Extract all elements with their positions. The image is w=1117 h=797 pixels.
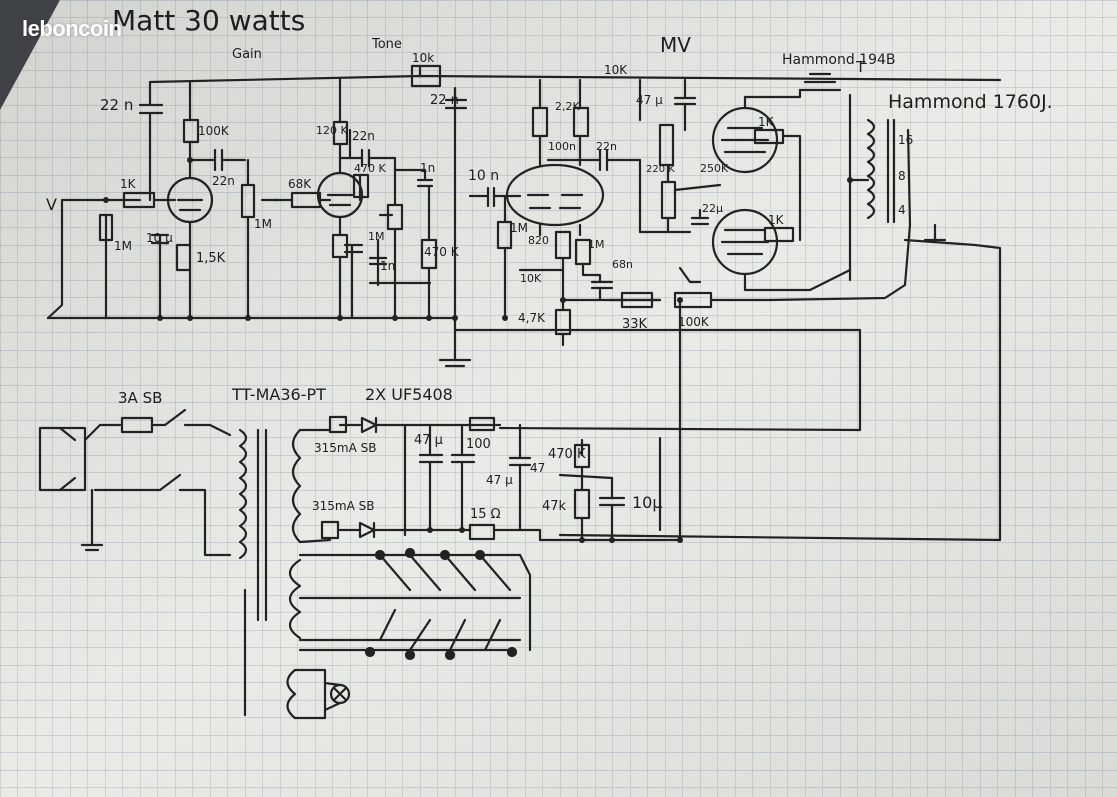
label-r-10k-a: 10k: [412, 51, 434, 65]
label-c-22n-c: 22n: [596, 140, 617, 153]
label-r-100k-nfb: 100K: [678, 315, 710, 329]
label-pt: TT-MA36-PT: [231, 385, 326, 404]
label-c-22n-plate: 22n: [212, 174, 235, 188]
label-r-470k-a: 470 K: [354, 162, 386, 175]
label-r-1k-grid: 1K: [120, 177, 137, 191]
label-input-jack: V: [46, 195, 57, 214]
leboncoin-watermark: leboncoin: [22, 16, 122, 41]
label-tap-8: 8: [898, 169, 906, 183]
label-fuse-main: 3A SB: [118, 389, 162, 407]
label-c-22n-tone: 22n: [352, 129, 375, 143]
schematic-labels: Matt 30 watts Gain Tone MV Hammond 194B …: [46, 4, 1053, 522]
label-r-47k-psu: 47k: [542, 499, 567, 514]
label-r-470k-b: 470 K: [424, 245, 460, 259]
label-gain: Gain: [232, 47, 262, 62]
label-r-220k: 220 K: [646, 164, 675, 175]
label-c-22n-b: 22 n: [430, 93, 459, 108]
label-c-10n: 10 n: [468, 168, 499, 184]
junction-dots: [103, 157, 853, 543]
label-r-100k-plate: 100K: [198, 124, 230, 138]
label-r-15: 15 Ω: [470, 507, 501, 522]
label-pot-1m-tone: 1M: [368, 230, 385, 243]
circuit-wiring: [38, 64, 1002, 720]
label-c-1n-tone: 1n: [420, 161, 435, 175]
label-hammond-1760j: Hammond 1760J.: [888, 91, 1053, 113]
label-c-10u-psu: 10µ: [632, 493, 663, 512]
label-tap-4: 4: [898, 203, 906, 217]
label-mv: MV: [660, 33, 691, 57]
label-c-47u-c: 47: [530, 461, 545, 475]
label-r-1m-b: 1M: [510, 221, 528, 235]
label-r-10k-b: 10K: [520, 272, 542, 285]
label-r-470k-bleed: 470 K: [548, 447, 586, 462]
label-r-120k: 120 K: [316, 124, 348, 137]
label-c-100n: 100n: [548, 140, 576, 153]
label-r-1k-screen-b: 1K: [768, 213, 785, 227]
label-r-47k: 4,7K: [518, 311, 546, 325]
label-r-33k: 33K: [622, 317, 648, 332]
label-c-47u-b: 47 µ: [486, 473, 513, 487]
label-r-1k-screen-a: 1K: [758, 115, 775, 129]
label-r-10k-mv: 10K: [604, 63, 628, 77]
label-tone: Tone: [371, 37, 402, 52]
label-c-68n: 68n: [612, 258, 633, 271]
label-c-47u: 47 µ: [636, 93, 663, 107]
label-c-1n-b: 1n: [380, 259, 395, 273]
label-r-1k5: 1,5K: [196, 251, 226, 266]
schematic-title: Matt 30 watts: [112, 4, 305, 37]
label-r-68k: 68K: [288, 177, 312, 191]
label-c-22n-coupling: 22 n: [100, 96, 133, 114]
label-fuse-sb-a: 315mA SB: [314, 441, 376, 455]
label-r-2k2: 2,2K: [555, 100, 580, 113]
label-c-22u: 22µ: [702, 202, 723, 215]
label-hammond-194b: Hammond 194B: [782, 52, 895, 68]
label-fuse-sb-b: 315mA SB: [312, 499, 374, 513]
label-c-100u: 100: [466, 437, 491, 452]
label-c-10u: 10 µ: [146, 231, 173, 245]
label-r-820: 820: [528, 234, 549, 247]
label-pot-1m-gain: 1M: [254, 217, 272, 231]
label-r-1m-c: 1M: [588, 238, 605, 251]
label-t: T: [855, 58, 866, 76]
label-r-1m-input: 1M: [114, 239, 132, 253]
label-pot-250k: 250K: [700, 162, 729, 175]
label-c-47u-a: 47 µ: [414, 433, 443, 448]
label-tap-16: 16: [898, 133, 913, 147]
label-diodes: 2X UF5408: [365, 385, 453, 404]
